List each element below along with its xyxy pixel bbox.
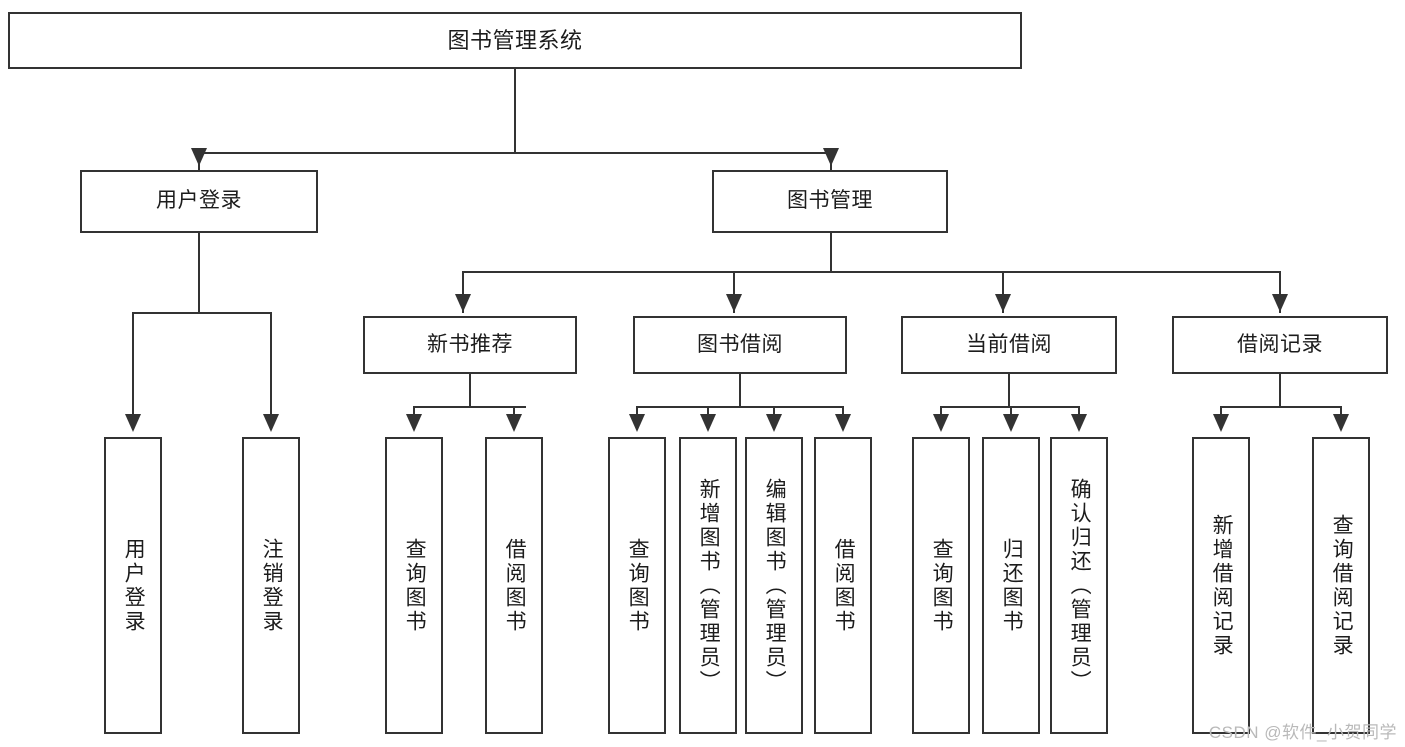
node-label: 图书借阅 [697,332,783,356]
node-user-login[interactable]: 用户登录 [80,170,318,233]
leaf-return-book[interactable]: 归还图书 [982,437,1040,734]
node-label: 借阅记录 [1237,332,1323,356]
node-borrow-record[interactable]: 借阅记录 [1172,316,1388,374]
leaf-query-book-current[interactable]: 查询图书 [912,437,970,734]
connector-bookmgmt-drop-1 [462,271,464,313]
node-label: 用户登录 [122,537,146,634]
node-label: 新增图书（管理员） [697,477,721,694]
connector-bookmgmt-bus [463,271,1281,273]
leaf-borrow-book-newbook[interactable]: 借阅图书 [485,437,543,734]
connector-currentborrow-drop-3 [1078,406,1080,420]
node-book-borrow[interactable]: 图书借阅 [633,316,847,374]
arrow-down-icon [823,148,839,166]
connector-userlogin-stem [198,233,200,313]
leaf-user-login[interactable]: 用户登录 [104,437,162,734]
leaf-query-borrow-record[interactable]: 查询借阅记录 [1312,437,1370,734]
connector-newbook-drop-1 [413,406,415,420]
arrow-down-icon [1213,414,1229,432]
node-label: 当前借阅 [966,332,1052,356]
connector-bookborrow-drop-2 [707,406,709,420]
connector-currentborrow-stem [1008,374,1010,407]
connector-borrowrecord-stem [1279,374,1281,407]
connector-bookborrow-drop-4 [842,406,844,420]
connector-bookmgmt-drop-3 [1002,271,1004,313]
leaf-confirm-return-admin[interactable]: 确认归还（管理员） [1050,437,1108,734]
connector-borrowrecord-drop-2 [1340,406,1342,420]
connector-bookborrow-drop-3 [773,406,775,420]
node-new-book-recommendation[interactable]: 新书推荐 [363,316,577,374]
arrow-down-icon [700,414,716,432]
connector-root-bus [198,152,832,154]
node-label: 编辑图书（管理员） [763,477,787,694]
connector-newbook-drop-2 [513,406,515,420]
arrow-down-icon [726,294,742,312]
leaf-borrow-book[interactable]: 借阅图书 [814,437,872,734]
node-label: 归还图书 [1000,537,1024,634]
leaf-add-book-admin[interactable]: 新增图书（管理员） [679,437,737,734]
arrow-down-icon [766,414,782,432]
connector-borrowrecord-bus [1221,406,1341,408]
arrow-down-icon [191,148,207,166]
leaf-logout[interactable]: 注销登录 [242,437,300,734]
connector-currentborrow-drop-1 [940,406,942,420]
node-label: 查询图书 [626,537,650,634]
connector-userlogin-drop-2 [270,312,272,420]
connector-bookmgmt-drop-4 [1279,271,1281,313]
connector-bookmgmt-stem [830,233,832,272]
arrow-down-icon [1003,414,1019,432]
connector-borrowrecord-drop-1 [1220,406,1222,420]
arrow-down-icon [835,414,851,432]
leaf-query-book-borrow[interactable]: 查询图书 [608,437,666,734]
connector-currentborrow-drop-2 [1010,406,1012,420]
node-label: 新增借阅记录 [1210,513,1234,658]
node-label: 查询借阅记录 [1330,513,1354,658]
leaf-add-borrow-record[interactable]: 新增借阅记录 [1192,437,1250,734]
arrow-down-icon [1272,294,1288,312]
node-label: 新书推荐 [427,332,513,356]
connector-userlogin-bus [133,312,271,314]
leaf-query-book-newbook[interactable]: 查询图书 [385,437,443,734]
connector-newbook-bus [414,406,526,408]
arrow-down-icon [406,414,422,432]
connector-bookborrow-stem [739,374,741,407]
node-label: 借阅图书 [832,537,856,634]
connector-newbook-stem [469,374,471,407]
arrow-down-icon [995,294,1011,312]
leaf-edit-book-admin[interactable]: 编辑图书（管理员） [745,437,803,734]
node-label: 图书管理 [787,189,873,213]
node-label: 查询图书 [403,537,427,634]
connector-root-stem [514,69,516,153]
arrow-down-icon [125,414,141,432]
connector-bookmgmt-drop-2 [733,271,735,313]
node-label: 图书管理系统 [447,27,583,53]
node-root-library-management-system[interactable]: 图书管理系统 [8,12,1022,69]
arrow-down-icon [1071,414,1087,432]
node-label: 用户登录 [156,189,242,213]
node-label: 借阅图书 [503,537,527,634]
connector-bookborrow-bus [637,406,843,408]
node-label: 注销登录 [260,537,284,634]
arrow-down-icon [1333,414,1349,432]
arrow-down-icon [933,414,949,432]
arrow-down-icon [455,294,471,312]
arrow-down-icon [263,414,279,432]
node-label: 查询图书 [930,537,954,634]
connector-bookborrow-drop-1 [636,406,638,420]
connector-userlogin-drop-1 [132,312,134,420]
node-book-management[interactable]: 图书管理 [712,170,948,233]
arrow-down-icon [506,414,522,432]
node-label: 确认归还（管理员） [1068,477,1092,694]
node-current-borrow[interactable]: 当前借阅 [901,316,1117,374]
arrow-down-icon [629,414,645,432]
